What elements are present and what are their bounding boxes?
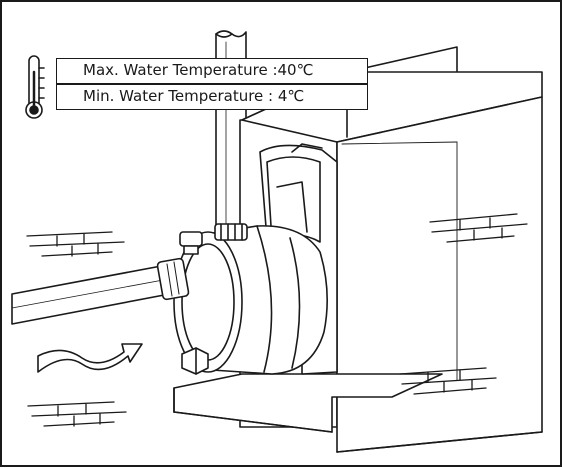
- brick-marks: [26, 213, 528, 427]
- drain-plug: [181, 347, 209, 375]
- flow-arrow: [37, 343, 143, 373]
- min-temperature-label: Min. Water Temperature : 4℃: [56, 84, 368, 110]
- vent-plug: [179, 231, 203, 255]
- top-nut: [214, 223, 248, 241]
- inlet-pipe: [11, 257, 190, 325]
- max-temperature-label: Max. Water Temperature :40℃: [56, 58, 368, 84]
- thermometer-icon: [25, 55, 45, 119]
- pump-body: [173, 225, 328, 375]
